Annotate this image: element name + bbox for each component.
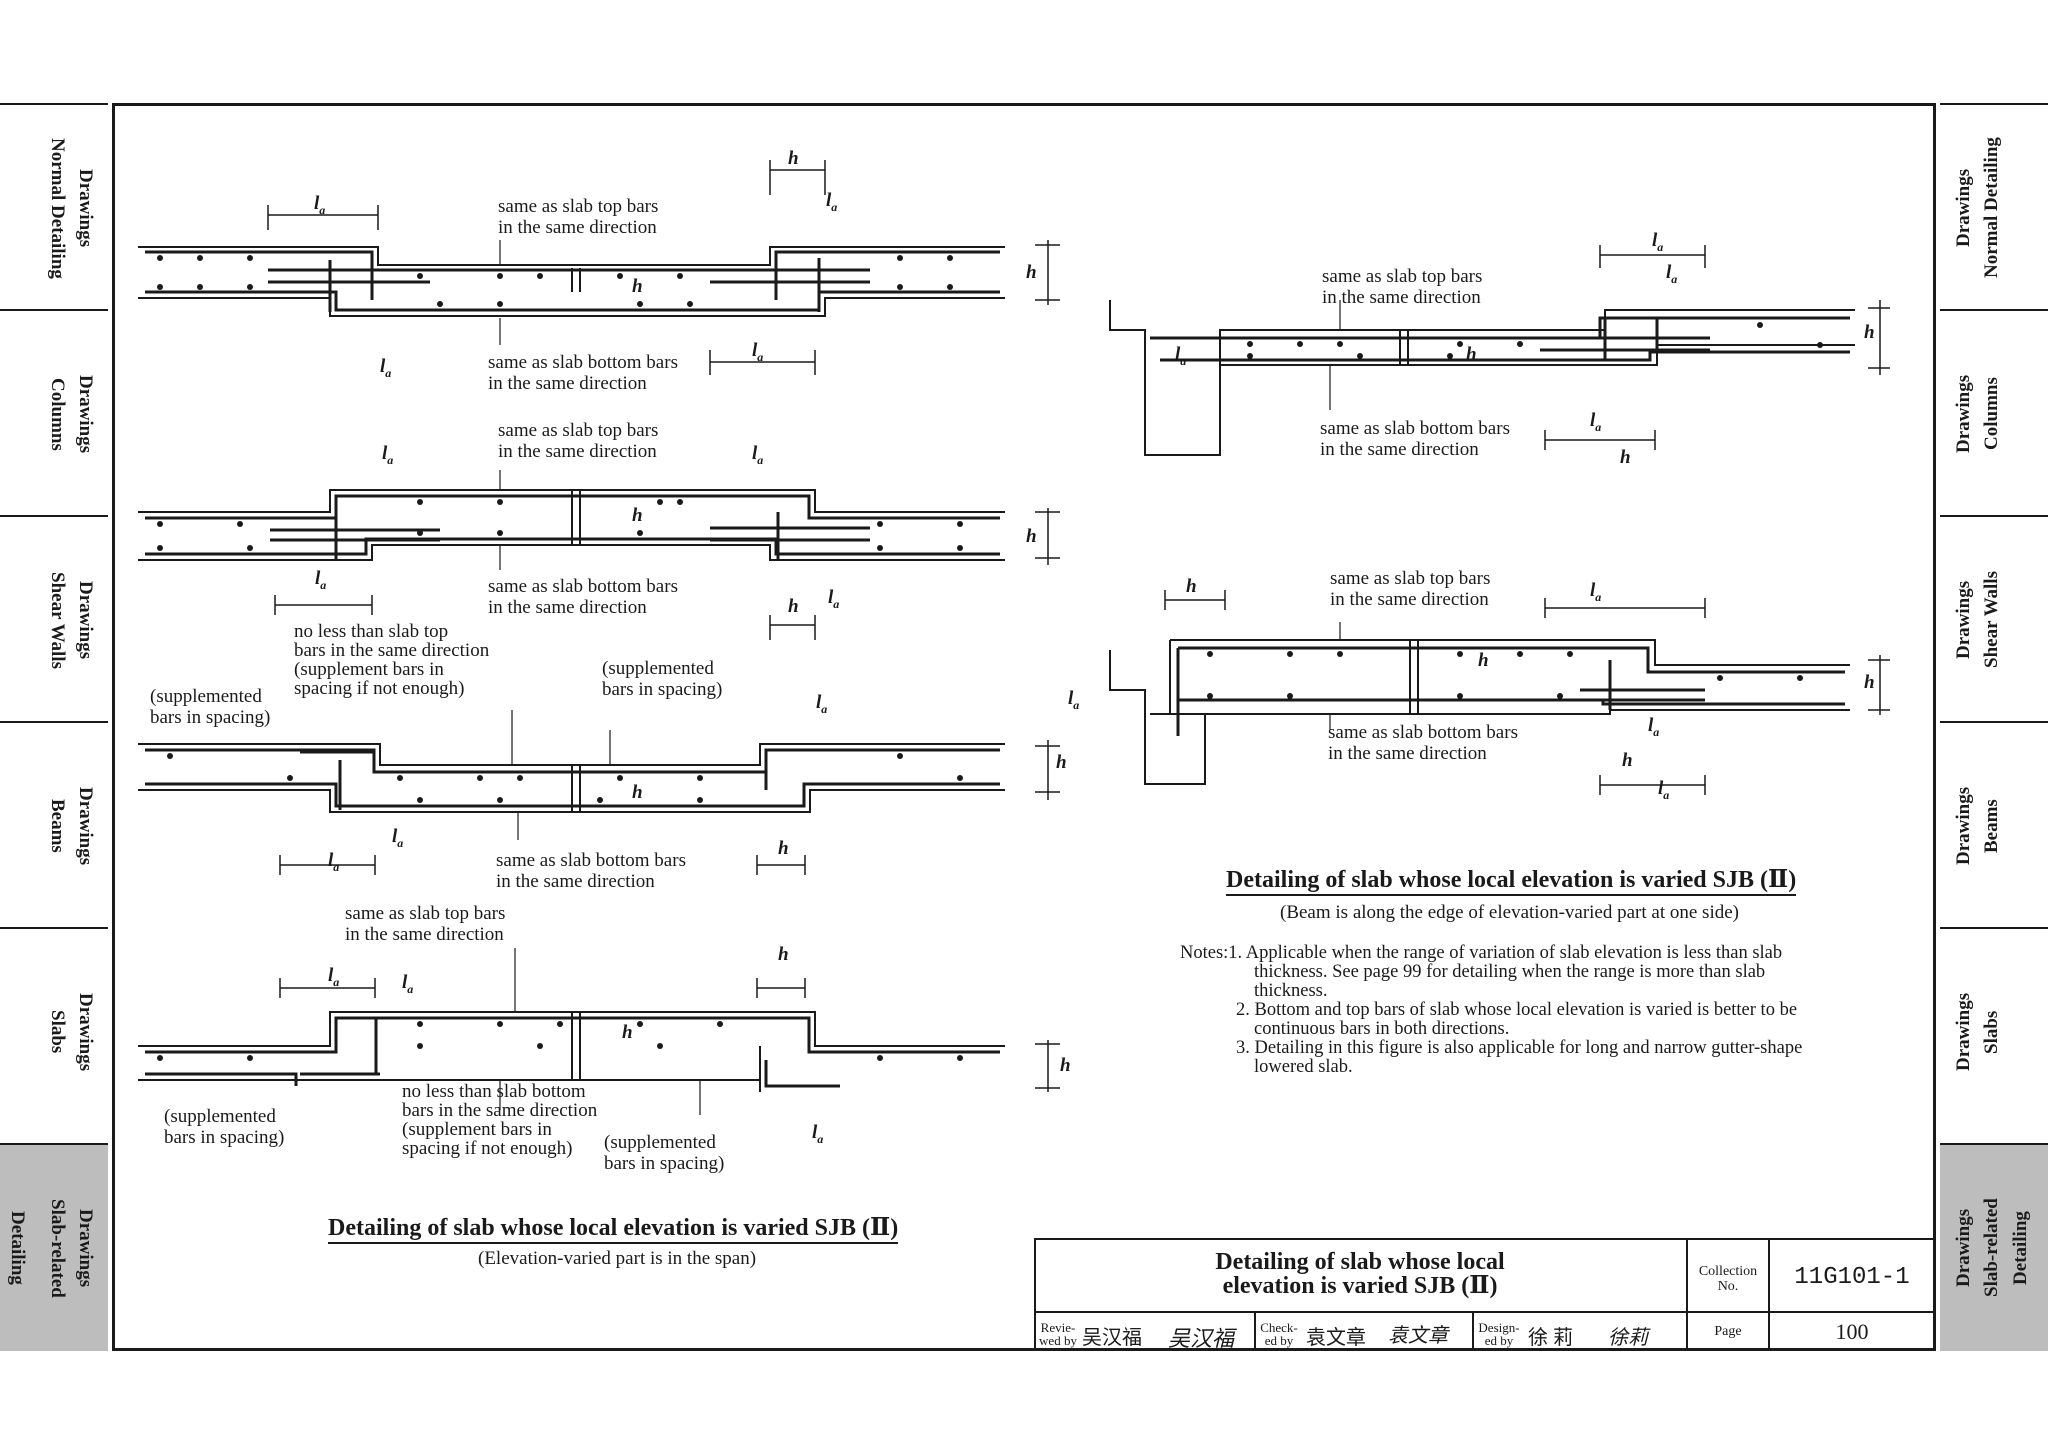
h-symbol: h xyxy=(632,276,643,297)
rebar-dots xyxy=(157,255,1823,1061)
la-symbol: la xyxy=(1652,230,1664,254)
page-label-cell: Page xyxy=(1686,1311,1770,1351)
la-symbol: la xyxy=(752,340,764,364)
la-symbol: la xyxy=(1648,715,1660,739)
h-symbol: h xyxy=(632,505,643,526)
left-caption-subtitle: (Elevation-varied part is in the span) xyxy=(478,1248,757,1269)
page-number-cell: 100 xyxy=(1768,1311,1936,1351)
h-symbol: h xyxy=(1622,750,1633,771)
la-symbol: la xyxy=(1590,580,1602,604)
h-symbol: h xyxy=(788,148,799,169)
right-detail-2 xyxy=(1109,639,1850,785)
h-symbol: h xyxy=(1056,752,1067,773)
h-symbol: h xyxy=(778,944,789,965)
left-detail-3 xyxy=(138,743,1005,813)
h-symbol: h xyxy=(1186,576,1197,597)
la-symbol: la xyxy=(1658,778,1670,802)
la-symbol: la xyxy=(828,587,840,611)
la-symbol: la xyxy=(812,1122,824,1146)
la-symbol: la xyxy=(380,356,392,380)
la-symbol: la xyxy=(1175,344,1187,368)
la-symbol: la xyxy=(328,850,340,874)
h-symbol: h xyxy=(1864,672,1875,693)
collection-number-cell: 11G101-1 xyxy=(1768,1238,1936,1313)
h-symbol: h xyxy=(622,1022,633,1043)
la-symbol: la xyxy=(752,443,764,467)
la-symbol: la xyxy=(1068,688,1080,712)
left-detail-4 xyxy=(138,1011,1005,1092)
la-symbol: la xyxy=(392,826,404,850)
right-caption-subtitle: (Beam is along the edge of elevation-var… xyxy=(1280,902,1739,923)
left-detail-2 xyxy=(138,489,1005,561)
h-symbol: h xyxy=(1864,322,1875,343)
signature-row: Revie-wed by 吴汉福 吴汉福 Check-ed by 袁文章 袁文章… xyxy=(1034,1311,1688,1351)
la-symbol: la xyxy=(1666,262,1678,286)
notes: Notes:1. Applicable when the range of va… xyxy=(1180,943,1803,1077)
la-symbol: la xyxy=(1590,410,1602,434)
h-symbol: h xyxy=(1620,447,1631,468)
h-symbol: h xyxy=(788,596,799,617)
la-symbol: la xyxy=(826,190,838,214)
la-symbol: la xyxy=(328,965,340,989)
h-symbol: h xyxy=(1026,526,1037,547)
right-detail-1 xyxy=(1109,300,1855,456)
h-symbol: h xyxy=(1060,1055,1071,1076)
h-symbol: h xyxy=(632,782,643,803)
la-symbol: la xyxy=(315,568,327,592)
h-symbol: h xyxy=(1026,262,1037,283)
la-symbol: la xyxy=(402,972,414,996)
la-symbol: la xyxy=(382,443,394,467)
la-symbol: la xyxy=(314,193,326,217)
h-symbol: h xyxy=(1466,344,1477,365)
la-symbol: la xyxy=(816,692,828,716)
drawing-frame xyxy=(112,103,1936,1351)
h-symbol: h xyxy=(778,838,789,859)
left-caption-title: Detailing of slab whose local elevation … xyxy=(328,1212,899,1244)
left-detail-1 xyxy=(138,246,1005,317)
h-symbol: h xyxy=(1478,650,1489,671)
right-caption-title: Detailing of slab whose local elevation … xyxy=(1226,864,1797,896)
